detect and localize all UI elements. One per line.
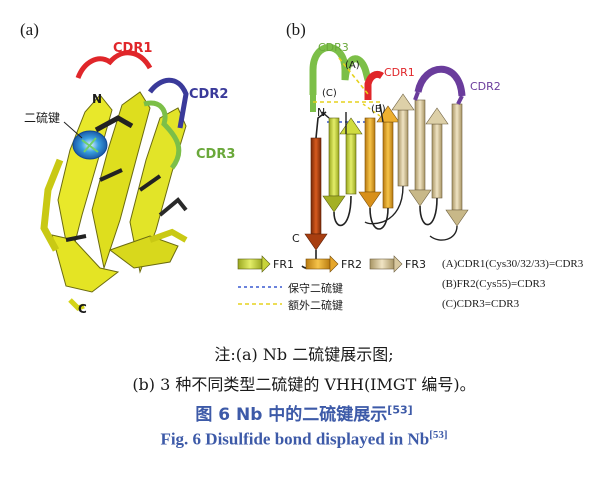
panel-b-label: (b) (286, 20, 306, 40)
legend-fr1-label: FR1 (273, 258, 294, 271)
caption-title-en-text: Fig. 6 Disulfide bond displayed in Nb (160, 430, 429, 449)
panel-b-mark-a: (A) (345, 60, 360, 71)
caption-title-cn: 图 6 Nb 中的二硫键展示[53] (0, 400, 608, 425)
legend-fr3-swatch (370, 259, 394, 269)
panel-a-cdr2-label: CDR2 (189, 87, 228, 102)
panel-a-cdr3-label: CDR3 (196, 147, 235, 162)
topology-diagram (302, 48, 468, 269)
panel-b-cdr1-label: CDR1 (384, 66, 415, 79)
legend-fr2-swatch (306, 259, 330, 269)
panel-b-cdr3-label: CDR3 (318, 41, 349, 54)
panel-b-mark-c: (C) (322, 88, 337, 99)
legend-note-b: (B)FR2(Cys55)=CDR3 (442, 278, 545, 290)
panel-a-cdr1-label: CDR1 (113, 41, 152, 56)
panel-b-mark-b: (B) (371, 104, 386, 115)
caption-title-cn-text: 图 6 Nb 中的二硫键展示 (195, 405, 387, 425)
caption-note-line2: (b) 3 种不同类型二硫键的 VHH(IMGT 编号)。 (0, 371, 608, 395)
panel-a-c-terminus: C (78, 302, 87, 316)
panel-b-cdr2-label: CDR2 (470, 80, 501, 93)
cdr1-loop-b (368, 74, 382, 100)
legend-note-a: (A)CDR1(Cys30/32/33)=CDR3 (442, 258, 583, 270)
legend-conserved-label: 保守二硫键 (288, 280, 343, 296)
cdr1-loop-a (78, 53, 150, 78)
caption-ref-cn: [53] (387, 403, 412, 416)
legend-fr1-swatch (238, 259, 262, 269)
panel-b-c-terminus: C (292, 232, 300, 245)
legend-fr2-label: FR2 (341, 258, 362, 271)
legend-note-c: (C)CDR3=CDR3 (442, 298, 519, 310)
ribbon-structure (44, 53, 186, 308)
caption-ref-en: [53] (429, 429, 447, 441)
caption-title-en: Fig. 6 Disulfide bond displayed in Nb[53… (0, 429, 608, 450)
legend-extra-label: 额外二硫键 (288, 297, 343, 313)
panel-a-disulfide-label: 二硫键 (24, 109, 60, 126)
caption-note-line1: 注:(a) Nb 二硫键展示图; (0, 341, 608, 365)
legend-fr3-label: FR3 (405, 258, 426, 271)
cdr2-loop-b (418, 69, 462, 96)
panel-a-n-terminus: N (92, 92, 102, 106)
panel-b-n-terminus: N (317, 106, 325, 119)
